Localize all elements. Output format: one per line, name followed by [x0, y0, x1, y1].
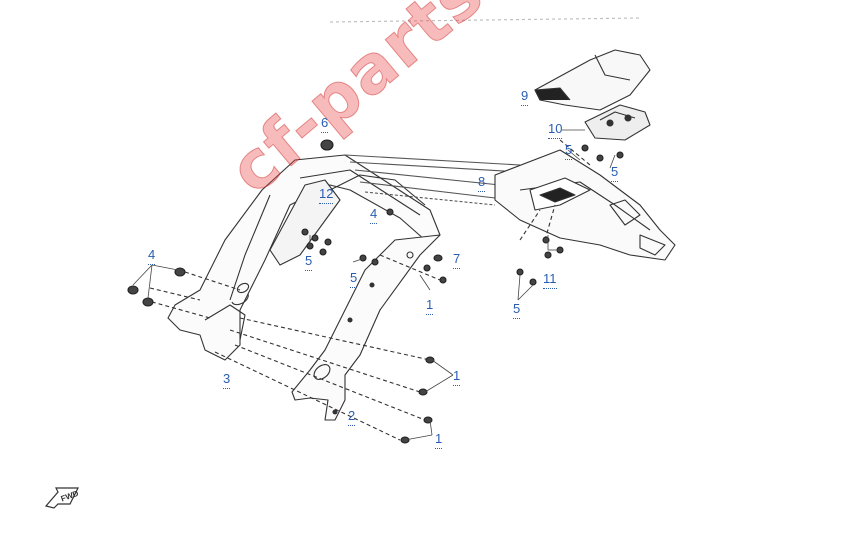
callout-11[interactable]: 11	[543, 271, 557, 289]
callout-12[interactable]: 12	[319, 186, 334, 204]
plate-light-holder	[529, 177, 591, 211]
callout-5d[interactable]: 5	[350, 270, 358, 288]
callout-10[interactable]: 10	[548, 121, 563, 139]
callout-1c[interactable]: 1	[435, 431, 443, 449]
callout-5e[interactable]: 5	[513, 301, 521, 319]
fasteners	[144, 139, 591, 441]
rear-fender	[494, 149, 676, 261]
callout-4b[interactable]: 4	[148, 247, 156, 265]
frame-rails	[329, 17, 641, 206]
callout-9[interactable]: 9	[521, 88, 529, 106]
callout-5b[interactable]: 5	[611, 164, 619, 182]
callout-2[interactable]: 2	[348, 408, 356, 426]
callout-1b[interactable]: 1	[453, 368, 461, 386]
callout-6[interactable]: 6	[321, 115, 329, 133]
callout-1a[interactable]: 1	[426, 297, 434, 315]
callout-leaders	[132, 129, 616, 441]
callout-4a[interactable]: 4	[370, 206, 378, 224]
callout-7[interactable]: 7	[453, 251, 461, 269]
callout-5a[interactable]: 5	[565, 142, 573, 160]
tail-cover	[534, 49, 651, 111]
bolt-heads	[127, 139, 624, 444]
callout-8[interactable]: 8	[478, 174, 486, 192]
license-bracket	[291, 234, 441, 421]
callout-5c[interactable]: 5	[305, 253, 313, 271]
callout-3[interactable]: 3	[223, 371, 231, 389]
tail-bracket	[584, 104, 651, 141]
